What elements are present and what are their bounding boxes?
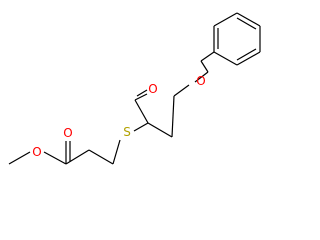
bond-methyl-o [8, 151, 31, 165]
ring-bond-3-inner [236, 17, 257, 30]
bond-ch2d-ch2e [173, 84, 190, 97]
bond-ch-cho [134, 99, 149, 124]
bonds [8, 12, 261, 165]
bond-ch2e-o [194, 71, 209, 83]
atom-o-aldehyde: O [148, 82, 157, 96]
ring-bond-5 [236, 51, 261, 66]
bond-aldehyde-double-o [134, 93, 148, 101]
bond-ch2a-ch2b [88, 149, 114, 165]
bond-s-ch [133, 122, 149, 132]
bond-ch2b-s [112, 139, 121, 165]
bond-o-carbonyl-c [43, 151, 67, 165]
bond-ch2c-ch2d [171, 95, 175, 138]
bond-o-benzyl-ch2 [200, 60, 209, 73]
ring-bond-5-inner [236, 48, 257, 61]
atom-o-ester-methoxy: O [32, 145, 41, 159]
atom-o-ester-carbonyl: O [63, 126, 72, 140]
bond-aldehyde-double-o-2 [136, 89, 148, 97]
ring-bond-3 [236, 12, 261, 27]
atom-o-benzyl-ether: O [196, 74, 205, 88]
bond-ch-ch2c [147, 122, 173, 138]
structure-canvas: O O S O O [8, 12, 261, 165]
atom-s-thioether: S [123, 125, 131, 139]
bond-benzyl-ch2-ring [200, 51, 215, 62]
bond-c-ch2a [65, 149, 90, 165]
ring-bond-2 [213, 12, 238, 27]
molecule-structure: O O S O O [8, 12, 261, 165]
atom-labels: O O S O O [32, 74, 205, 159]
ring-bond-6 [213, 51, 238, 66]
